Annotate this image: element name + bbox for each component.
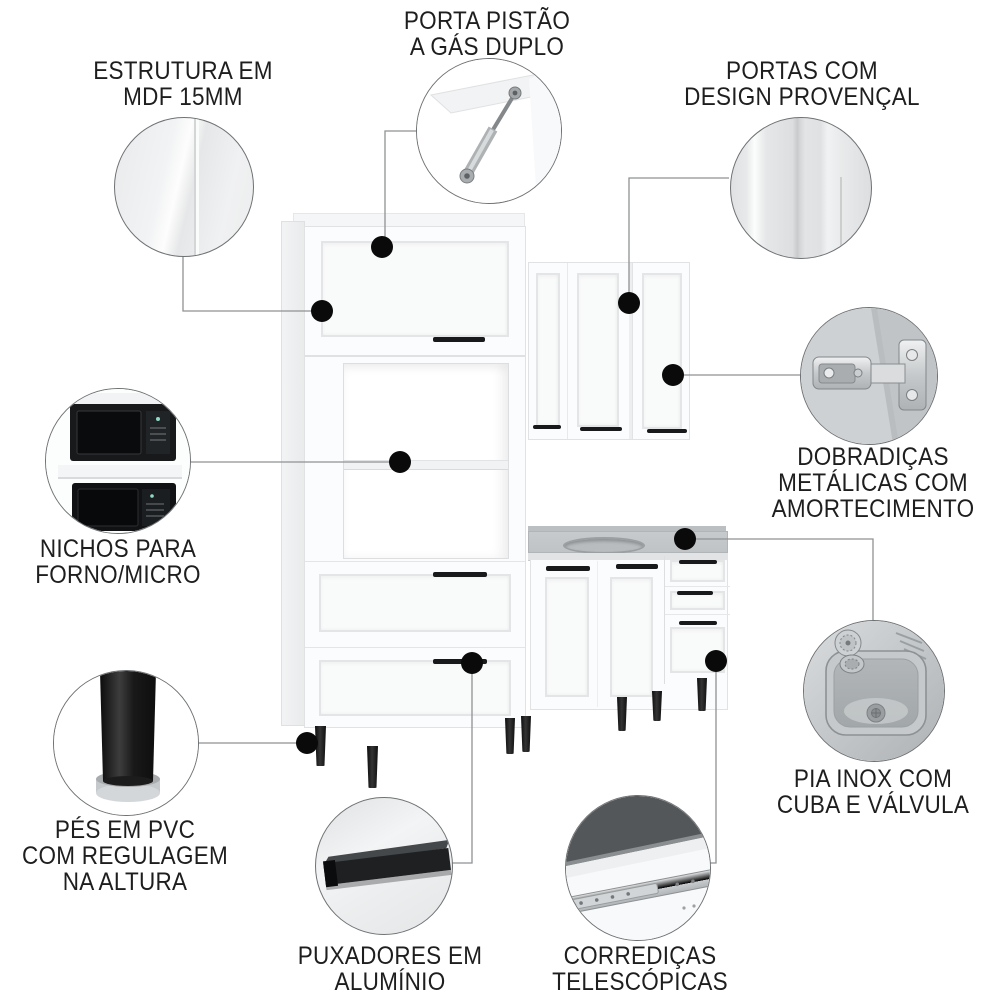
callout-label: PIA INOX COM CUBA E VÁLVULA [738, 766, 1000, 818]
cabinet-divider [305, 355, 525, 357]
callout-label: DOBRADIÇAS METÁLICAS COM AMORTECIMENTO [738, 444, 1000, 522]
door-panel [577, 273, 619, 427]
drawer-handle [433, 572, 487, 577]
upper-door-2 [568, 263, 628, 439]
upper-door-3 [632, 263, 690, 439]
mdf-seam-highlight [195, 118, 199, 256]
stack-drawer-handle [679, 621, 717, 625]
callout-label: CORREDIÇAS TELESCÓPICAS [503, 943, 777, 995]
mdf-panel-zoom-icon [114, 117, 254, 257]
cabinet-leg [521, 716, 531, 752]
tall-cabinet-side-panel [281, 221, 305, 726]
stainless-sink-zoom-icon [803, 620, 945, 762]
provencal-doors-zoom-icon [730, 117, 872, 259]
drawer-handle [433, 659, 487, 664]
door-panel [321, 241, 509, 337]
label-line: PÉS EM PVC [54, 816, 196, 844]
label-line: ESTRUTURA EM [93, 57, 273, 85]
sink-door-handle [546, 566, 590, 571]
sink-door-2 [602, 561, 661, 707]
drawer-panel [319, 574, 511, 632]
label-line: PORTAS COM [726, 57, 878, 85]
tall-cabinet-flip-door [305, 227, 525, 353]
upper-cabinets [528, 262, 690, 440]
upper-door-handle [533, 425, 561, 429]
stack-drawer-2 [665, 587, 730, 615]
door-panel [545, 577, 589, 697]
cabinet-seam [629, 263, 632, 439]
niche-shelf [344, 460, 508, 470]
flip-door-handle [433, 337, 485, 342]
sink-door-handle [616, 564, 658, 569]
label-line: NICHOS PARA [39, 535, 197, 563]
door-panel [536, 273, 560, 427]
cabinet-leg [697, 678, 707, 711]
callout-label: PORTAS COM DESIGN PROVENÇAL [665, 58, 939, 110]
door-frame-groove [840, 176, 843, 258]
cabinet-leg [505, 718, 515, 754]
label-line: TELESCÓPICAS [552, 968, 728, 996]
drawer-panel [670, 627, 725, 673]
label-line: PIA INOX COM [793, 765, 953, 793]
drawer-stack [664, 556, 730, 684]
stack-drawer-1 [665, 556, 730, 587]
sink-door-1 [537, 561, 598, 707]
label-line: DOBRADIÇAS [797, 443, 949, 471]
countertop [528, 531, 728, 554]
door-panel [610, 577, 653, 697]
callout-label: PÉS EM PVC COM REGULAGEM NA ALTURA [13, 817, 238, 895]
label-line: CUBA E VÁLVULA [776, 791, 970, 819]
callout-label: ESTRUTURA EM MDF 15MM [48, 58, 318, 110]
aluminum-handle-zoom-icon [315, 797, 453, 935]
label-line: AMORTECIMENTO [771, 495, 975, 523]
label-line: DESIGN PROVENÇAL [684, 83, 920, 111]
gas-piston-zoom-icon [416, 58, 562, 204]
cabinet-leg [315, 726, 326, 766]
callout-label: PORTA PISTÃO A GÁS DUPLO [352, 8, 622, 60]
backsplash-edge [528, 526, 726, 532]
label-line: ALUMÍNIO [334, 968, 446, 996]
tall-cabinet-drawer-1 [305, 561, 525, 644]
label-line: COM REGULAGEM [21, 842, 229, 870]
label-line: METÁLICAS COM [778, 469, 968, 497]
mdf-seam [193, 118, 196, 256]
telescopic-slide-zoom-icon [565, 795, 711, 941]
oven-microwave-niche-zoom-icon [45, 388, 191, 534]
tall-cabinet-front [304, 226, 526, 728]
stack-drawer-3 [665, 615, 730, 679]
label-line: CORREDIÇAS [563, 942, 717, 970]
metal-hinge-zoom-icon [800, 307, 938, 445]
tall-cabinet-drawer-2 [305, 647, 525, 728]
label-line: NA ALTURA [62, 868, 188, 896]
upper-door-1 [529, 263, 568, 439]
label-line: A GÁS DUPLO [409, 33, 565, 61]
callout-label: PUXADORES EM ALUMÍNIO [255, 943, 525, 995]
label-line: FORNO/MICRO [35, 561, 201, 589]
oven-microwave-niche [343, 363, 509, 559]
label-line: PUXADORES EM [297, 942, 483, 970]
callout-label: NICHOS PARA FORNO/MICRO [12, 536, 224, 588]
upper-door-handle [647, 429, 687, 433]
pvc-foot-zoom-icon [53, 670, 199, 816]
drawer-panel [319, 660, 511, 716]
door-panel [642, 273, 682, 429]
label-line: MDF 15MM [123, 83, 243, 111]
cabinet-leg [617, 697, 627, 731]
cabinet-leg [367, 746, 378, 788]
stack-drawer-handle [679, 560, 717, 564]
cabinet-leg [652, 691, 662, 721]
label-line: PORTA PISTÃO [403, 7, 571, 35]
tall-cabinet [281, 213, 527, 773]
stack-drawer-handle [677, 591, 713, 595]
sink-rim [563, 537, 645, 554]
upper-door-handle [580, 427, 622, 431]
tall-cabinet-top [293, 213, 525, 227]
